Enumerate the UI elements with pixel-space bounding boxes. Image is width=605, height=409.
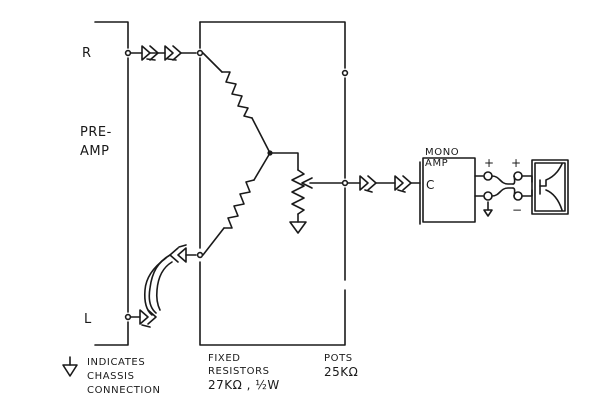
fixed-resistor-top	[202, 52, 271, 154]
right-channel-connector	[130, 45, 197, 61]
legend-line1: INDICATES	[87, 357, 145, 368]
preamp-chassis	[94, 21, 132, 346]
speaker-terminal-minus: −	[512, 203, 523, 217]
potentiometer	[289, 169, 343, 234]
speaker-terminal-plus-left: +	[484, 156, 495, 170]
output-connector	[347, 175, 421, 193]
fixed-resistors-line3: 27KΩ , ½W	[208, 378, 280, 392]
left-channel-connector-top	[169, 244, 197, 263]
fixed-resistors-line2: RESISTORS	[208, 366, 270, 377]
junction-node	[267, 150, 299, 171]
resistor-box	[196, 21, 349, 346]
speaker	[531, 159, 569, 215]
preamp-label-line2: AMP	[80, 144, 109, 159]
chassis-symbol-icon	[62, 356, 78, 377]
speaker-leads	[474, 171, 533, 217]
preamp-label-line1: PRE-	[80, 125, 112, 140]
mono-amp-label-line2: AMP	[425, 158, 448, 169]
legend-line2: CHASSIS	[87, 371, 135, 382]
speaker-terminal-plus-right: +	[511, 156, 522, 170]
fixed-resistors-line1: FIXED	[208, 353, 241, 364]
shielded-cable	[143, 254, 173, 316]
left-channel-label: L	[84, 312, 92, 327]
pots-line1: POTS	[324, 353, 353, 364]
right-channel-label: R	[82, 46, 92, 61]
mono-amp-box	[419, 157, 476, 225]
mono-amp-label-line1: MONO	[425, 147, 459, 158]
legend-line3: CONNECTION	[87, 385, 161, 396]
left-channel-connector-bottom	[130, 309, 157, 328]
pots-line2: 25KΩ	[324, 365, 358, 379]
mono-amp-input-label: C	[426, 178, 435, 192]
fixed-resistor-bottom	[202, 152, 271, 256]
